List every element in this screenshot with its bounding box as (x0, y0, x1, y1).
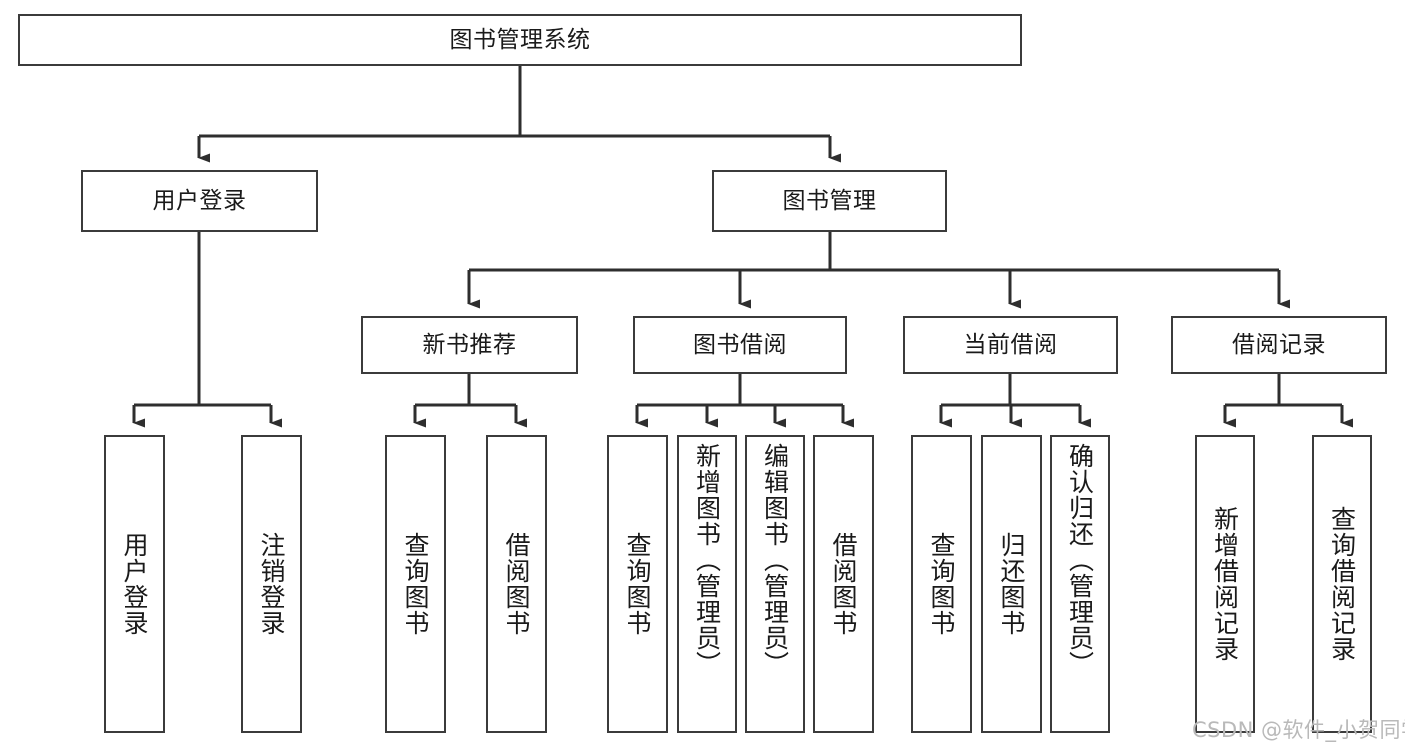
node-book-manage[interactable]: 图书管理 (712, 170, 947, 232)
node-label: 借阅记录 (1232, 331, 1326, 358)
node-label: 确认归还（管理员） (1065, 443, 1095, 677)
node-leaf-borrow-book-2[interactable]: 借阅图书 (813, 435, 874, 733)
node-new-book-recommend[interactable]: 新书推荐 (361, 316, 578, 374)
node-leaf-query-borrow-record[interactable]: 查询借阅记录 (1312, 435, 1372, 733)
watermark: CSDN @软件_小贺同学 (1192, 718, 1405, 742)
node-leaf-user-logout[interactable]: 注销登录 (241, 435, 302, 733)
node-user-login[interactable]: 用户登录 (81, 170, 318, 232)
node-label: 查询图书 (927, 532, 956, 636)
node-label: 用户登录 (120, 532, 149, 636)
node-leaf-return-book[interactable]: 归还图书 (981, 435, 1042, 733)
node-leaf-edit-book[interactable]: 编辑图书（管理员） (745, 435, 805, 733)
node-root-system[interactable]: 图书管理系统 (18, 14, 1022, 66)
node-leaf-add-borrow-record[interactable]: 新增借阅记录 (1195, 435, 1255, 733)
node-label: 查询图书 (623, 532, 652, 636)
node-label: 查询图书 (401, 532, 430, 636)
node-current-borrow[interactable]: 当前借阅 (903, 316, 1118, 374)
node-leaf-query-book-3[interactable]: 查询图书 (911, 435, 972, 733)
node-label: 查询借阅记录 (1327, 506, 1357, 662)
node-label: 借阅图书 (829, 532, 858, 636)
node-label: 编辑图书（管理员） (760, 443, 790, 677)
node-leaf-add-book[interactable]: 新增图书（管理员） (677, 435, 737, 733)
node-leaf-borrow-book-1[interactable]: 借阅图书 (486, 435, 547, 733)
node-label: 归还图书 (997, 532, 1026, 636)
node-leaf-user-login[interactable]: 用户登录 (104, 435, 165, 733)
node-book-borrow[interactable]: 图书借阅 (633, 316, 847, 374)
node-label: 用户登录 (152, 187, 247, 214)
node-label: 新增借阅记录 (1210, 506, 1240, 662)
node-leaf-query-book-2[interactable]: 查询图书 (607, 435, 668, 733)
node-label: 新书推荐 (422, 331, 517, 358)
node-label: 图书借阅 (693, 331, 787, 358)
node-label: 图书管理系统 (449, 26, 591, 53)
node-leaf-query-book-1[interactable]: 查询图书 (385, 435, 446, 733)
node-label: 图书管理 (782, 187, 877, 214)
node-label: 注销登录 (257, 532, 286, 636)
node-label: 新增图书（管理员） (692, 443, 722, 677)
node-label: 借阅图书 (502, 532, 531, 636)
node-leaf-confirm-return[interactable]: 确认归还（管理员） (1050, 435, 1110, 733)
node-borrow-record[interactable]: 借阅记录 (1171, 316, 1387, 374)
node-label: 当前借阅 (963, 331, 1058, 358)
